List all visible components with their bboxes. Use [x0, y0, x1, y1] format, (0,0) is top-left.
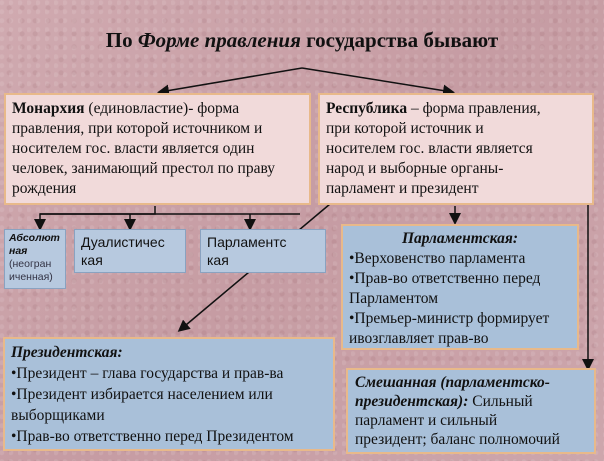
parliamentary-monarchy-box: Парламентс кая [200, 229, 326, 273]
presidential-republic-box: Президентская: •Президент – глава госуда… [3, 337, 335, 451]
republic-box: Республика – форма правления, при которо… [318, 93, 594, 205]
absolute-monarchy-box: Абсолют ная (неогран иченная) [4, 229, 66, 289]
arrow-to-monarchy [157, 67, 303, 97]
monarchy-box: Монархия (единовластие)- форма правления… [4, 93, 311, 205]
diagram-title: По Форме правления государства бывают [105, 28, 499, 52]
arrow-to-republic [301, 67, 455, 97]
parliamentary-republic-box: Парламентская: •Верховенство парламента … [341, 224, 579, 350]
dualistic-monarchy-box: Дуалистичес кая [74, 229, 186, 273]
mixed-republic-box: Смешанная (парламентско- президентская):… [346, 368, 596, 454]
arrow-to-absolute [34, 206, 156, 231]
